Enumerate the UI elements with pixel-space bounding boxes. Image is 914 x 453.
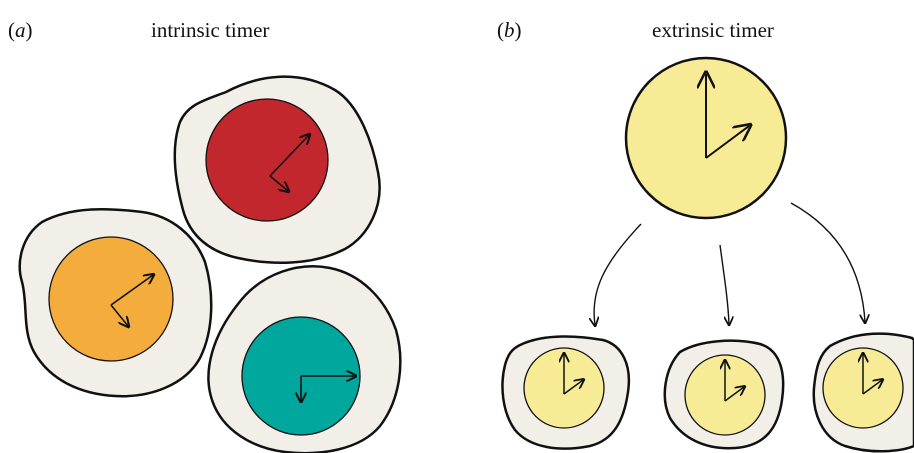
clock-hand-long	[110, 275, 153, 306]
panel-b-title: extrinsic timer	[652, 18, 774, 42]
panel-a-title: intrinsic timer	[151, 18, 270, 42]
signal-arrow-middle	[719, 244, 729, 324]
red-clock-icon	[205, 98, 329, 222]
panel-b-letter: (b)	[497, 18, 522, 42]
small-cell-right	[812, 332, 914, 453]
clock-hand-long	[269, 135, 309, 177]
clock-hand-short	[563, 380, 583, 395]
clock-hand-short	[705, 126, 749, 159]
clock-hand-short	[862, 380, 882, 395]
panel-a-letter: (a)	[8, 18, 33, 42]
clock-hand-short	[724, 387, 744, 402]
orange-clock-cell	[18, 207, 213, 398]
master-clock	[624, 56, 788, 220]
clock-hand-short	[110, 304, 128, 326]
clock-hand-short	[269, 175, 288, 191]
small-cell-middle	[663, 339, 785, 450]
red-clock-cell	[173, 75, 381, 264]
orange-clock-icon	[48, 236, 174, 362]
signal-arrow-right	[790, 202, 865, 322]
teal-clock-cell	[207, 265, 402, 453]
signal-arrow-left	[594, 223, 642, 325]
small-cell-left	[501, 335, 631, 450]
